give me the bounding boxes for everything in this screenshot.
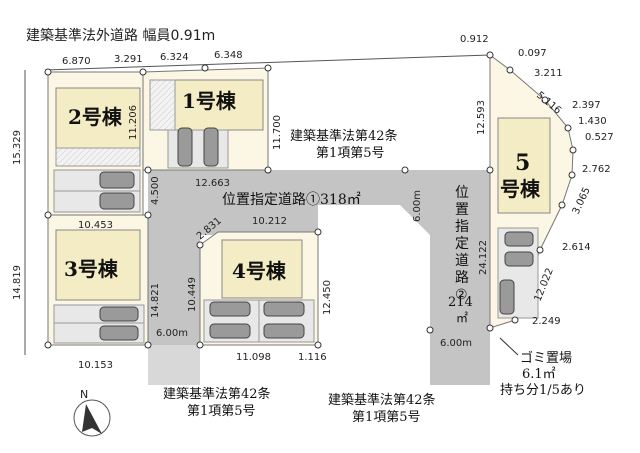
dim-24122: 24.122 <box>478 240 489 275</box>
art42-br-b: 第1項第5号 <box>352 410 421 425</box>
dim-2397: 2.397 <box>572 100 601 111</box>
road-2-area <box>405 170 490 385</box>
art42-bl-a: 建築基準法第42条 <box>163 386 271 402</box>
art42-bl-b: 第1項第5号 <box>187 404 256 419</box>
garbage-line-1: ゴミ置場 <box>520 350 572 366</box>
top-note: 建築基準法外道路 幅員0.91m <box>26 27 215 44</box>
lot-5-number: 5 <box>515 150 530 176</box>
dim-12663: 12.663 <box>195 178 230 189</box>
garbage-leader <box>499 337 519 356</box>
dim-15329: 15.329 <box>12 130 23 165</box>
dim-10453: 10.453 <box>78 220 113 231</box>
garbage-line-2: 6.1㎡ <box>522 367 556 382</box>
lot-2 <box>47 71 144 216</box>
top-boundary <box>44 54 491 71</box>
road-2-char-7: ② <box>455 287 468 303</box>
dim-6348: 6.348 <box>214 50 243 61</box>
road-2-char-2: 置 <box>455 202 469 218</box>
art42-top-b: 第1項第5号 <box>316 146 385 161</box>
lot-1-name: 1号棟 <box>182 89 237 113</box>
dim-1116: 1.116 <box>298 352 327 363</box>
dim-11206: 11.206 <box>128 105 139 140</box>
dim-6324: 6.324 <box>160 52 189 63</box>
road-2-char-6: 路 <box>455 270 469 286</box>
dim-3211: 3.211 <box>534 68 563 79</box>
dim-600br: 6.00m <box>440 338 472 349</box>
boundary-points <box>44 51 577 349</box>
dim-2762: 2.762 <box>582 164 611 175</box>
art42-road-left <box>148 345 200 385</box>
dim-3291: 3.291 <box>114 54 143 65</box>
dim-0097: 0.097 <box>518 48 547 59</box>
dim-11098: 11.098 <box>236 352 271 363</box>
road-2-char-3: 指 <box>455 219 469 235</box>
dim-12593: 12.593 <box>476 100 487 135</box>
road-1-label: 位置指定道路①318㎡ <box>222 192 361 208</box>
compass-icon: N <box>73 388 111 437</box>
dim-6870: 6.870 <box>62 56 91 67</box>
car-icon <box>209 301 305 339</box>
lot-3-name: 3号棟 <box>64 257 119 281</box>
road-2-char-5: 道 <box>455 253 469 269</box>
dim-2249: 2.249 <box>532 316 561 327</box>
dim-1430: 1.430 <box>578 116 607 127</box>
lot-2-name: 2号棟 <box>68 105 123 129</box>
car-icon <box>177 127 219 167</box>
dim-12450: 12.450 <box>322 280 333 315</box>
dim-4500: 4.500 <box>150 176 161 205</box>
dim-10449: 10.449 <box>187 277 198 312</box>
road-1-area <box>148 170 490 245</box>
dim-0912: 0.912 <box>460 34 489 45</box>
lot-3 <box>47 214 149 346</box>
dim-3065: 3.065 <box>571 186 593 217</box>
road-2-char-4: 定 <box>455 236 469 252</box>
dim-10212: 10.212 <box>252 216 287 227</box>
garbage-line-3: 持ち分1/5あり <box>500 383 586 398</box>
dim-0527: 0.527 <box>585 132 614 143</box>
dim-14819: 14.819 <box>12 265 23 300</box>
dim-10153: 10.153 <box>78 360 113 371</box>
lot-1 <box>142 67 269 171</box>
road-2-area: 214 <box>448 295 473 310</box>
lot-4-name: 4号棟 <box>232 259 287 283</box>
car-icon <box>99 171 135 210</box>
car-icon <box>99 306 139 341</box>
compass-label: N <box>80 388 88 401</box>
dim-600bl: 6.00m <box>156 328 188 339</box>
lot-5-suffix: 号棟 <box>500 177 541 201</box>
car-icon <box>499 231 534 315</box>
dim-2614: 2.614 <box>562 242 591 253</box>
lot-4 <box>199 231 319 346</box>
art42-top-a: 建築基準法第42条 <box>290 128 398 144</box>
road-2-char-1: 位 <box>455 185 469 201</box>
road-2-unit: ㎡ <box>456 311 468 325</box>
road-2-label: 位 置 指 定 道 路 ② 214 ㎡ <box>448 185 473 325</box>
art42-br-a: 建築基準法第42条 <box>328 392 436 408</box>
dim-6000v: 6.00m <box>412 190 423 222</box>
roads <box>148 170 490 385</box>
dim-14821: 14.821 <box>150 283 161 318</box>
dim-11700: 11.700 <box>272 115 283 150</box>
